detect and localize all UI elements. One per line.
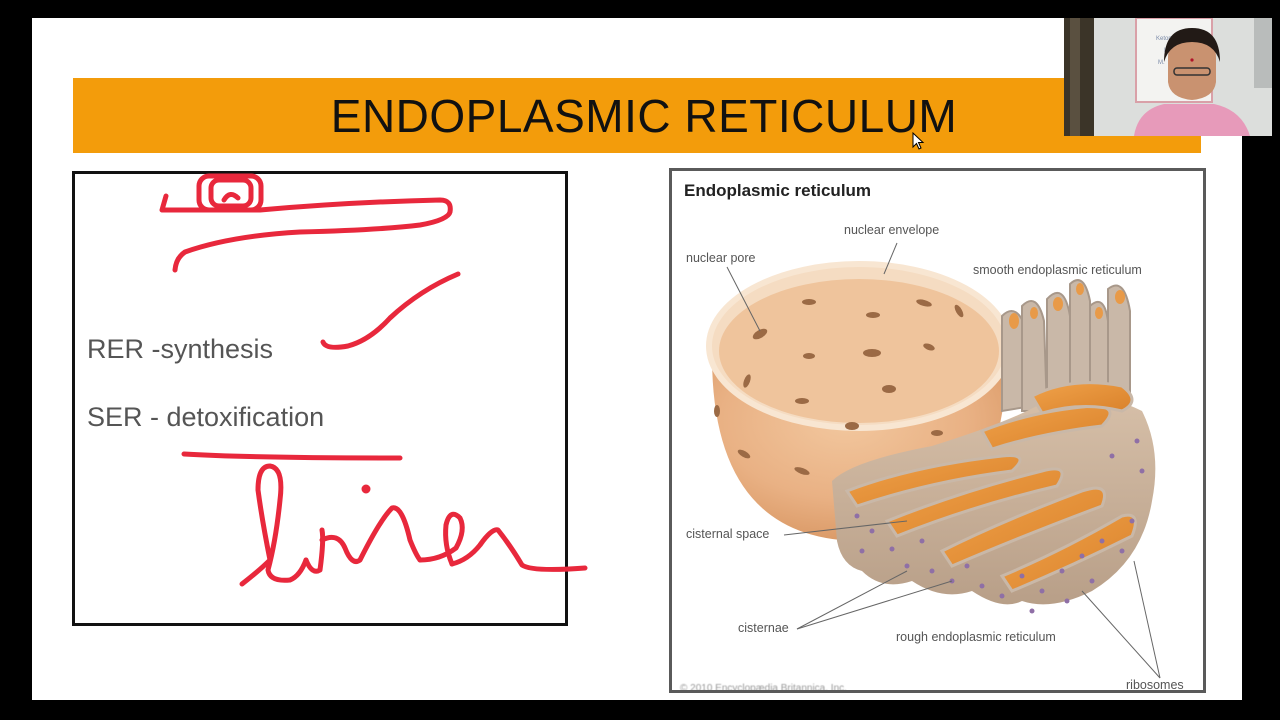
rough-er-illustration [832,381,1156,614]
er-illustration [706,242,1161,679]
label-ribosomes: ribosomes [1126,678,1184,692]
slide-title-bar: ENDOPLASMIC RETICULUM [73,78,1201,153]
svg-text:M.: M. [1158,60,1165,66]
label-smooth-er: smooth endoplasmic reticulum [973,263,1142,277]
note-rer: RER -synthesis [87,334,274,364]
label-leader-lines [726,242,1161,679]
mouse-cursor-icon [912,132,925,150]
label-cisternae: cisternae [738,621,789,635]
slide-title: ENDOPLASMIC RETICULUM [330,89,958,142]
label-nuclear-pore: nuclear pore [686,251,756,265]
presenter-video-frame: Ketones & I: M. [1064,18,1272,136]
label-cisternal-space: cisternal space [686,527,770,541]
figure-copyright: © 2010 Encyclopædia Britannica, Inc. [680,683,847,693]
note-ser: SER - detoxification [87,402,325,432]
figure-title: Endoplasmic reticulum [684,181,872,200]
notes-box: RER -synthesis SER - detoxification [72,171,568,626]
presenter-webcam[interactable]: Ketones & I: M. [1064,18,1272,136]
label-nuclear-envelope: nuclear envelope [844,223,940,237]
er-diagram-figure: Endoplasmic reticulum [669,168,1206,693]
label-rough-er: rough endoplasmic reticulum [896,630,1056,644]
nucleus-illustration [706,261,1012,541]
